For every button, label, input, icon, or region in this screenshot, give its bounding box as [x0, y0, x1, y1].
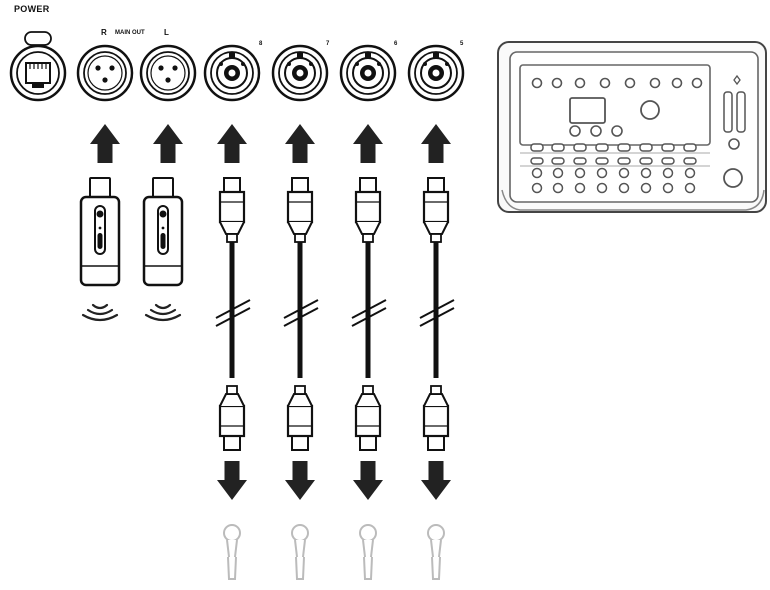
- microphone-icon: [223, 524, 241, 580]
- xlr-plug-icon: [218, 176, 246, 244]
- mixer-device-icon: [497, 41, 767, 213]
- channel-number-8: 8: [259, 41, 263, 47]
- main-out-label: MAIN OUT: [115, 30, 145, 36]
- input-8-combo-jack-icon: [203, 44, 261, 102]
- down-arrow-icon: [421, 461, 451, 500]
- power-ethernet-jack-icon: [9, 44, 67, 102]
- channel-7-connection: [283, 124, 319, 580]
- wireless-signal-icon: [81, 303, 119, 322]
- up-arrow-icon: [153, 124, 183, 163]
- xlr-plug-icon: [354, 176, 382, 244]
- xlr-plug-icon: [286, 176, 314, 244]
- main-out-left-xlr-icon: [139, 44, 197, 102]
- power-switch-icon: [24, 31, 52, 46]
- xlr-plug-icon: [422, 176, 450, 244]
- down-arrow-icon: [217, 461, 247, 500]
- xlr-plug-icon: [422, 384, 450, 452]
- up-arrow-icon: [90, 124, 120, 163]
- microphone-icon: [291, 524, 309, 580]
- main-out-left-label: L: [164, 28, 169, 37]
- xlr-plug-icon: [354, 384, 382, 452]
- wireless-transmitter-left-icon: [142, 176, 184, 287]
- channel-number-7: 7: [326, 41, 330, 47]
- up-arrow-icon: [285, 124, 315, 163]
- input-6-combo-jack-icon: [339, 44, 397, 102]
- wireless-signal-icon: [144, 303, 182, 322]
- channel-number-5: 5: [460, 41, 464, 47]
- input-7-combo-jack-icon: [271, 44, 329, 102]
- down-arrow-icon: [285, 461, 315, 500]
- xlr-plug-icon: [286, 384, 314, 452]
- up-arrow-icon: [421, 124, 451, 163]
- up-arrow-icon: [217, 124, 247, 163]
- main-out-right-xlr-icon: [76, 44, 134, 102]
- power-label: POWER: [14, 4, 50, 14]
- up-arrow-icon: [353, 124, 383, 163]
- channel-8-connection: [215, 124, 251, 580]
- channel-number-6: 6: [394, 41, 398, 47]
- wireless-transmitter-right-icon: [79, 176, 121, 287]
- down-arrow-icon: [353, 461, 383, 500]
- microphone-icon: [427, 524, 445, 580]
- xlr-plug-icon: [218, 384, 246, 452]
- microphone-icon: [359, 524, 377, 580]
- channel-6-connection: [351, 124, 387, 580]
- input-5-combo-jack-icon: [407, 44, 465, 102]
- channel-5-connection: [419, 124, 455, 580]
- main-out-right-label: R: [101, 28, 107, 37]
